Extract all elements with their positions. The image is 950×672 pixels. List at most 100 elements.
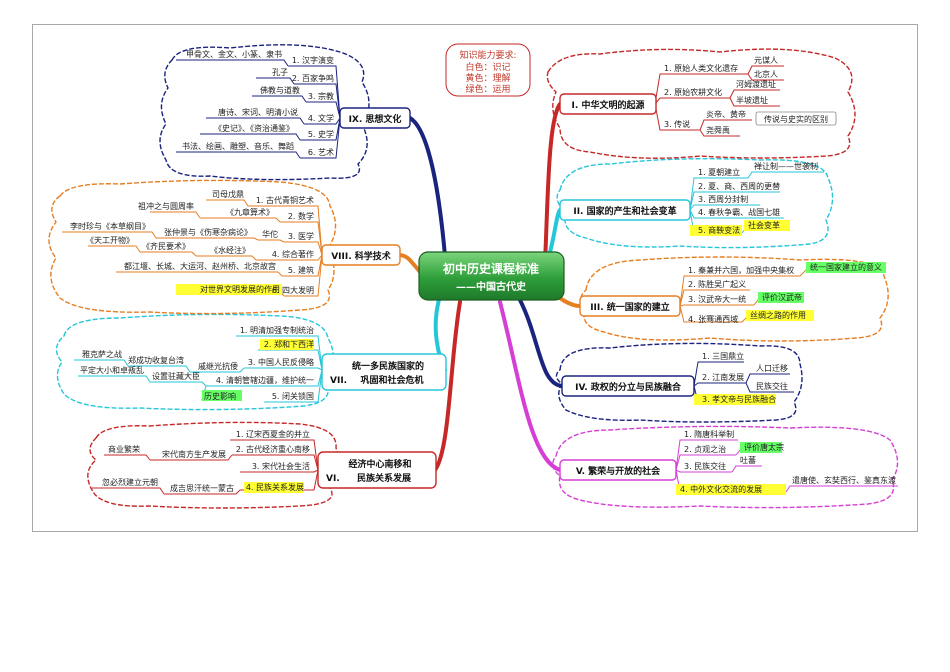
b9-s1a: 甲骨文、金文、小篆、隶书 [186,49,282,59]
b8-s3c: 李时珍与《本草纲目》 [70,221,150,231]
branch-8-title: VIII. 科学技术 [331,250,391,262]
branch-node-2[interactable]: II. 国家的产生和社会变革 [559,199,691,221]
b8-s4a: 《水经注》 [210,245,250,255]
branch-node-7[interactable]: 统一多民族国家的 VII. 巩固和社会危机 [321,353,447,391]
legend-green: 绿色：运用 [465,83,510,95]
b8-s2b: 祖冲之与圆周率 [138,201,194,211]
b8-s3b: 张仲景与《伤寒杂病论》 [164,227,252,237]
b5-s3a: 吐蕃 [740,455,756,465]
b8-s2: 2. 数学 [288,211,314,221]
b6-s2b: 商业繁荣 [108,444,140,454]
branch-curve-4 [518,298,564,388]
b4-s1: 1. 三国鼎立 [702,351,744,361]
b1-s3: 3. 传说 [664,119,690,129]
b6-s4a: 成吉思汗统一蒙古 [170,483,234,493]
b8-s6a: 对世界文明发展的作用 [200,284,280,294]
cloud-b4 [555,342,803,423]
branch-node-5[interactable]: V. 繁荣与开放的社会 [559,459,677,481]
highlights [176,220,886,495]
branch-node-3[interactable]: III. 统一国家的建立 [579,295,681,317]
center-box [418,251,565,301]
b9-s4a: 唐诗、宋词、明清小说 [218,107,298,117]
branch-4-items: 1. 三国鼎立 2. 江南发展 人口迁移 民族交往 3. 孝文帝与民族融合 [702,351,788,404]
b8-s4: 4. 综合著作 [272,249,314,259]
branch-7-items: 1. 明清加强专制统治 2. 郑和下西洋 3. 中国人民反侵略 戚继光抗倭 郑成… [80,325,314,401]
b7-s1: 1. 明清加强专制统治 [240,325,314,335]
cloud-b2 [556,157,834,249]
b1-s3b: 尧舜禹 [706,125,730,135]
branch-node-1[interactable]: I. 中华文明的起源 [559,93,657,115]
b1-s1a: 元谋人 [754,55,778,65]
branch-7-title2: 巩固和社会危机 [360,374,423,386]
b8-s2a: 《九章算术》 [226,207,274,217]
b3-s2: 2. 陈胜吴广起义 [688,279,746,289]
branch-1-items: 1. 原始人类文化遗存 元谋人 北京人 2. 原始农耕文化 河姆渡遗址 半坡遗址… [664,55,837,135]
b8-s3: 3. 医学 [288,231,314,241]
b7-s4b: 平定大小和卓叛乱 [80,365,144,375]
b3-s1a: 统一国家建立的意义 [810,262,882,272]
branch-node-9[interactable]: IX. 思想文化 [339,107,411,129]
branch-node-4[interactable]: IV. 政权的分立与民族融合 [561,375,695,397]
b3-s4a: 丝绸之路的作用 [750,310,806,320]
cloud-b8 [48,179,337,315]
branch-3-title: III. 统一国家的建立 [590,301,670,313]
b7-s4a: 设置驻藏大臣 [152,371,200,381]
b9-s4: 4. 文学 [308,113,334,123]
b7-s3a: 戚继光抗倭 [198,361,238,371]
b7-s4c: 历史影响 [204,391,236,401]
branch-curve-1 [543,102,562,264]
b9-s3a: 佛教与道教 [260,85,300,95]
b1-s1b: 北京人 [754,69,778,79]
b1-s2b: 半坡遗址 [736,95,768,105]
branch-6-num: VI. [326,474,340,484]
branch-2-items: 1. 夏朝建立 禅让制——世袭制 2. 夏、商、西周的更替 3. 西周分封制 4… [698,161,818,235]
b7-s3b: 郑成功收复台湾 [128,355,184,365]
b3-s1: 1. 秦兼并六国，加强中央集权 [688,265,794,275]
cloud-b3 [580,256,889,342]
b3-s3: 3. 汉武帝大一统 [688,294,746,304]
b2-s2: 2. 夏、商、西周的更替 [698,181,780,191]
branch-curve-5 [498,300,562,472]
center-node[interactable]: 初中历史课程标准 ——中国古代史 [418,251,565,301]
b8-s1a: 司母戊鼎 [212,189,244,199]
branch-1-title: I. 中华文明的起源 [572,99,645,111]
b6-s4: 4. 民族关系发展 [246,482,304,492]
legend-box [445,43,531,97]
branch-curve-6 [433,300,462,472]
b9-s5a: 《史记》、《资治通鉴》 [214,123,294,133]
b9-s2a: 孔子 [272,68,288,77]
b9-s6: 6. 艺术 [308,147,334,157]
b7-s3c: 雅克萨之战 [82,349,122,359]
b7-s3: 3. 中国人民反侵略 [248,357,314,367]
branch-node-8[interactable]: VIII. 科学技术 [321,244,401,266]
b8-s4c: 《天工开物》 [86,235,134,245]
b6-s1: 1. 辽宋西夏金的并立 [236,429,310,439]
cloud-b5 [552,425,899,509]
b9-s3: 3. 宗教 [308,91,334,101]
branch-node-6[interactable]: 经济中心南移和 VI. 民族关系发展 [317,451,437,489]
legend-white: 白色：识记 [465,61,510,73]
b5-s2: 2. 贞观之治 [684,444,726,454]
b3-s3a: 评价汉武帝 [762,292,802,302]
b8-s5: 5. 建筑 [288,265,314,275]
b9-s2: 2. 百家争鸣 [292,73,334,83]
b4-s2: 2. 江南发展 [702,372,744,382]
b5-s2a: 评价唐太宗 [744,442,784,452]
branch-curve-8 [398,253,422,274]
b4-s2b: 民族交往 [756,381,788,391]
b5-s4a: 遣唐使、玄奘西行、鉴真东渡 [792,475,896,485]
cloud-b1 [546,48,856,159]
branch-6-title1: 经济中心南移和 [348,458,411,470]
b9-s5: 5. 史学 [308,129,334,139]
b1-s3a: 炎帝、黄帝 [706,109,746,119]
branch-8-items: 1. 古代青铜艺术 司母戊鼎 2. 数学 《九章算术》 祖冲之与圆周率 3. 医… [70,189,314,295]
branch-3-items: 1. 秦兼并六国，加强中央集权 统一国家建立的意义 2. 陈胜吴广起义 3. 汉… [688,262,882,324]
b1-s2: 2. 原始农耕文化 [664,87,722,97]
legend: 知识能力要求: 白色：识记 黄色：理解 绿色：运用 [445,43,531,97]
center-title: 初中历史课程标准 [443,261,539,276]
b2-s1a: 禅让制——世袭制 [754,161,818,171]
b1-s2a: 河姆渡遗址 [736,79,776,89]
b8-s1: 1. 古代青铜艺术 [256,195,314,205]
branch-9-items: 1. 汉字演变 甲骨文、金文、小篆、隶书 2. 百家争鸣 孔子 3. 宗教 佛教… [182,49,334,157]
